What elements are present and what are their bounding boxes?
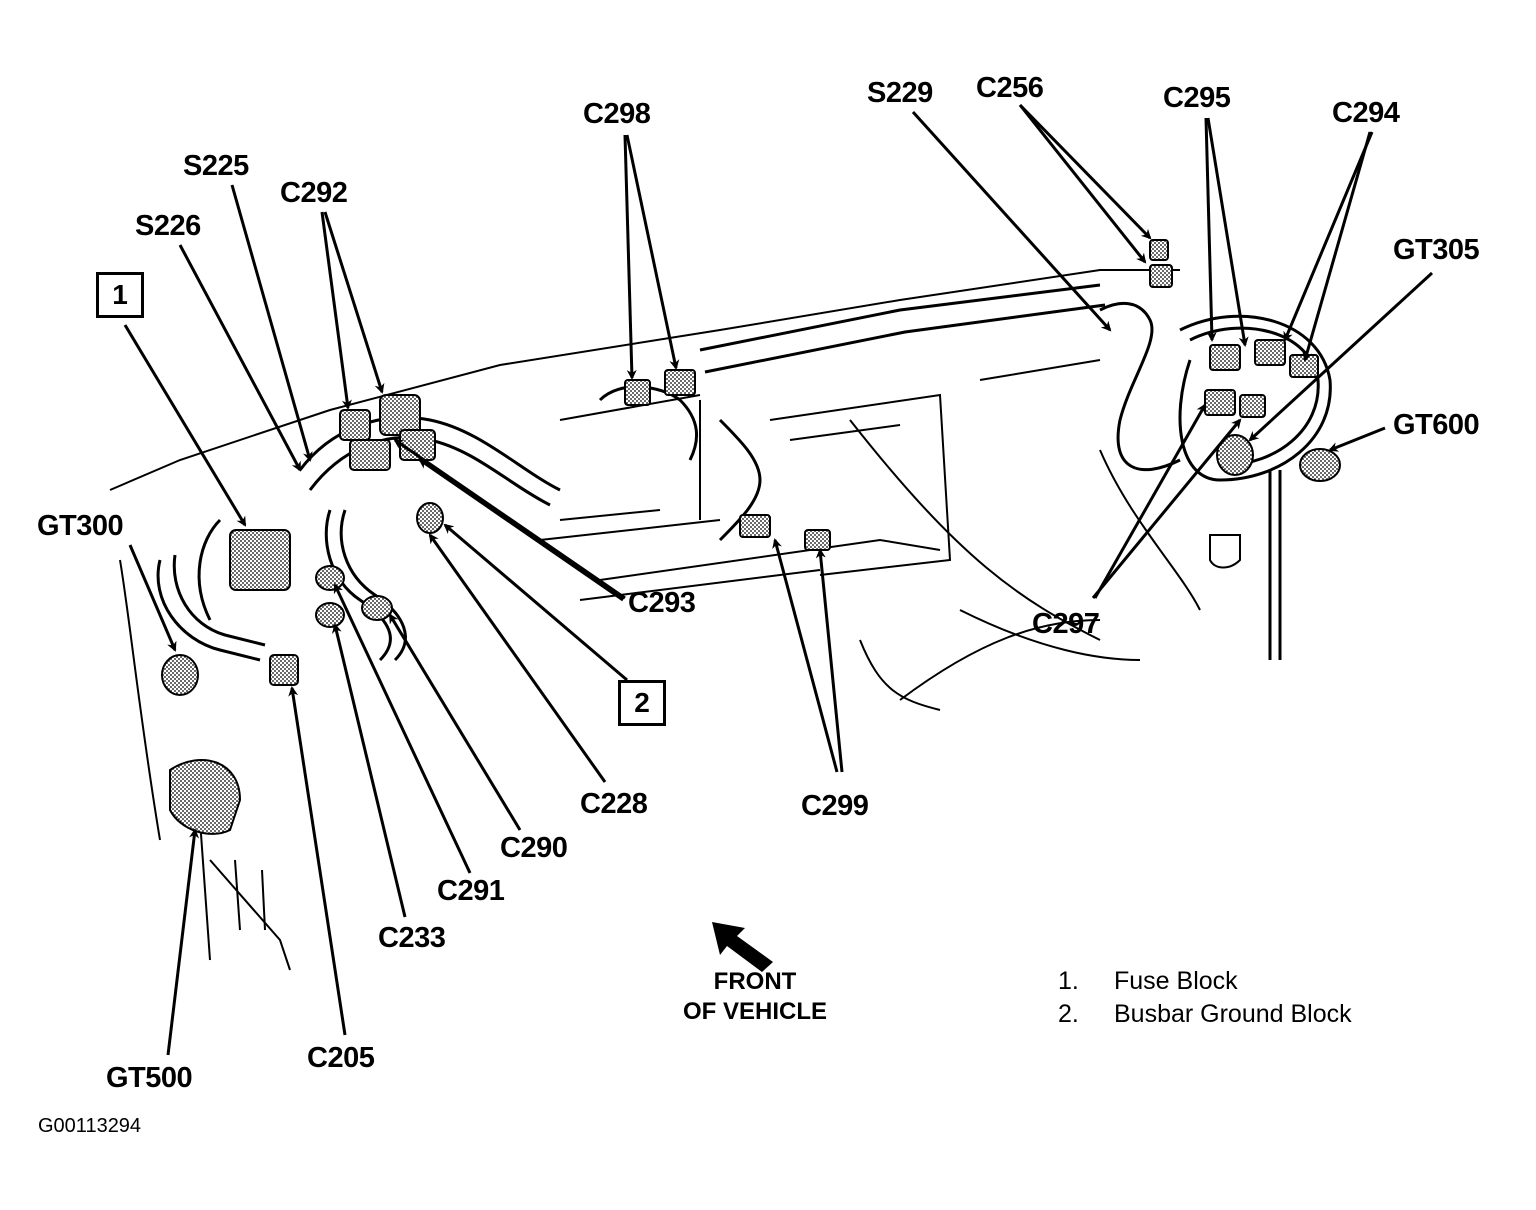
legend: 1. Fuse Block 2. Busbar Ground Block — [1058, 965, 1352, 1031]
callout-c294: C294 — [1332, 97, 1400, 129]
callout-c233: C233 — [378, 922, 446, 954]
callout-c299: C299 — [801, 790, 869, 822]
callout-gt500: GT500 — [106, 1062, 193, 1094]
leader-lines — [123, 103, 1434, 1056]
front-label-line-2: OF VEHICLE — [682, 998, 827, 1025]
legend-label: Busbar Ground Block — [1114, 1000, 1352, 1028]
front-of-vehicle-label: FRONT OF VEHICLE — [660, 967, 850, 1027]
callout-c297: C297 — [1032, 608, 1100, 640]
front-label-line-1: FRONT — [713, 968, 797, 995]
item-marker-fuse-block: 1 — [96, 272, 144, 318]
callout-c205: C205 — [307, 1042, 375, 1074]
callout-c291: C291 — [437, 875, 505, 907]
front-of-vehicle-arrow-icon — [712, 922, 773, 972]
callout-s226: S226 — [135, 210, 201, 242]
legend-item: 1. Fuse Block — [1058, 965, 1352, 998]
callout-c293: C293 — [628, 587, 696, 619]
legend-number: 1. — [1058, 967, 1079, 995]
legend-number: 2. — [1058, 1000, 1079, 1028]
callout-c290: C290 — [500, 832, 568, 864]
callout-gt600: GT600 — [1393, 409, 1480, 441]
wiring-harness — [156, 283, 1332, 662]
callout-gt305: GT305 — [1393, 234, 1480, 266]
callout-c298: C298 — [583, 98, 651, 130]
callout-s225: S225 — [183, 150, 249, 182]
figure-id: G00113294 — [38, 1115, 142, 1137]
dashboard-outline — [109, 269, 1282, 971]
legend-label: Fuse Block — [1114, 967, 1238, 995]
callout-gt300: GT300 — [37, 510, 124, 542]
legend-item: 2. Busbar Ground Block — [1058, 998, 1352, 1031]
callout-c295: C295 — [1163, 82, 1231, 114]
connectors — [161, 239, 1341, 835]
callout-c228: C228 — [580, 788, 648, 820]
callout-s229: S229 — [867, 77, 933, 109]
callout-c292: C292 — [280, 177, 348, 209]
callout-c256: C256 — [976, 72, 1044, 104]
item-marker-busbar-ground-block: 2 — [618, 680, 666, 726]
